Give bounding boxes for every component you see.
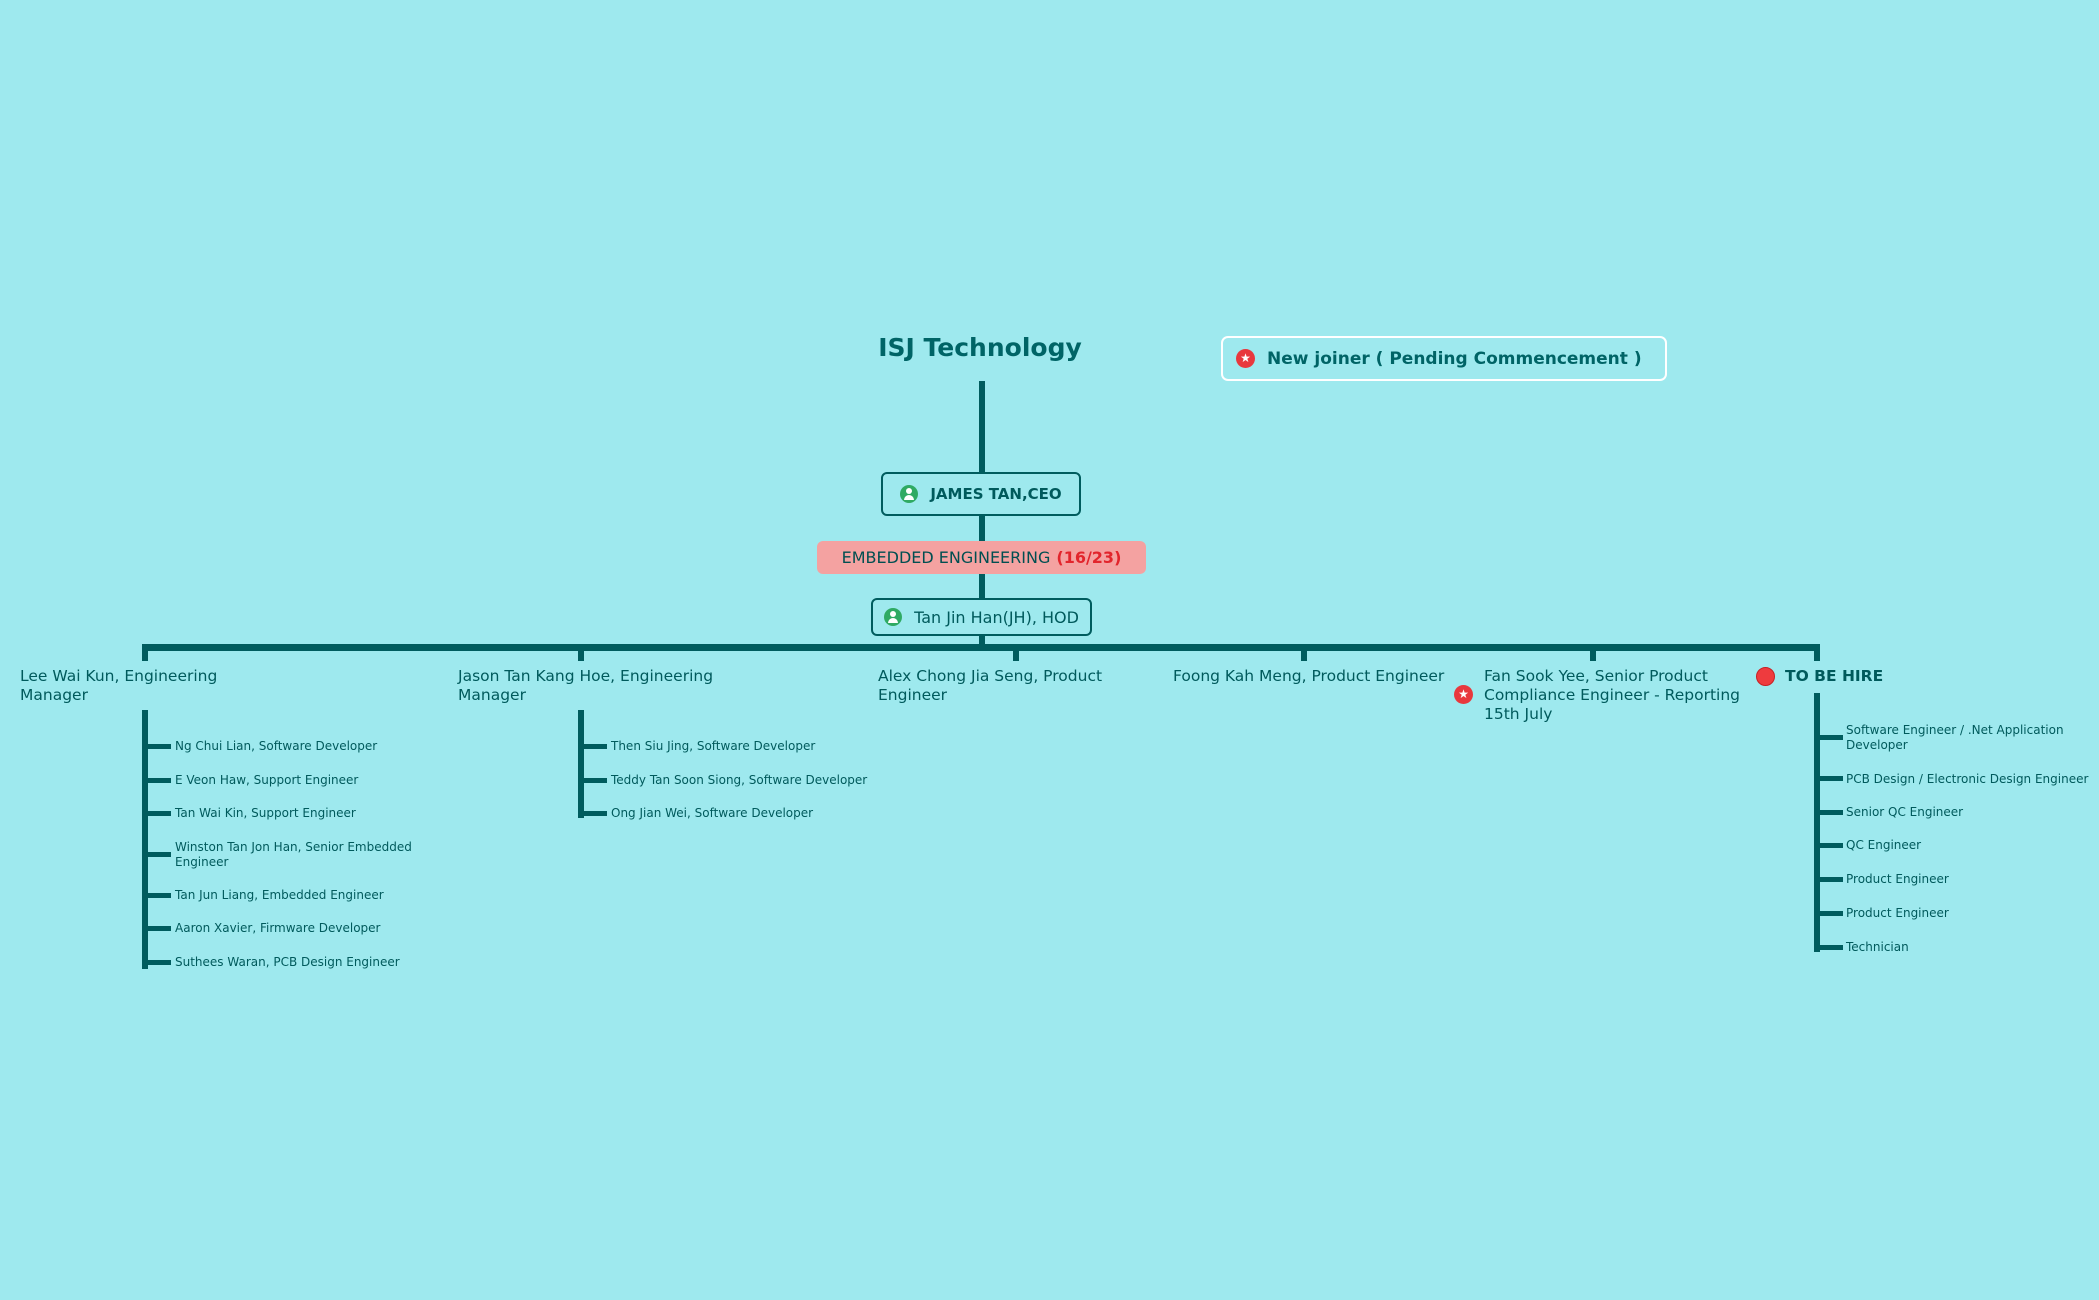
person-icon <box>884 608 903 626</box>
sub-tick <box>578 778 607 783</box>
member-item[interactable]: E Veon Haw, Support Engineer <box>175 773 359 787</box>
sub-tick <box>142 778 171 783</box>
connector-title-ceo <box>979 381 985 473</box>
member-item[interactable]: Teddy Tan Soon Siong, Software Developer <box>611 773 868 787</box>
branch-tick <box>142 648 148 661</box>
sub-tick <box>1814 911 1843 916</box>
sub-tick <box>578 744 607 749</box>
branch-fan-sook-yee[interactable]: Fan Sook Yee, Senior Product Compliance … <box>1484 667 1740 723</box>
sub-tick <box>142 960 171 965</box>
sub-tick <box>142 926 171 931</box>
person-icon <box>900 485 919 503</box>
member-item[interactable]: Senior QC Engineer <box>1846 805 1964 819</box>
branch-tick <box>578 648 584 661</box>
connector-ceo-dept <box>979 516 985 542</box>
branch-lee-wai-kun[interactable]: Lee Wai Kun, Engineering Manager <box>20 667 218 704</box>
chart-title: ISJ Technology <box>878 333 1082 362</box>
branch-to-be-hire[interactable]: TO BE HIRE <box>1785 667 1884 685</box>
connector-dept-hod <box>979 574 985 599</box>
legend-box: ★ New joiner ( Pending Commencement ) <box>1221 336 1667 381</box>
sub-tick <box>1814 735 1843 740</box>
sub-spine <box>578 710 584 818</box>
branch-tick <box>1590 648 1596 661</box>
department-count: (16/23) <box>1056 548 1122 567</box>
member-item[interactable]: Tan Wai Kin, Support Engineer <box>175 806 356 820</box>
sub-tick <box>1814 877 1843 882</box>
red-dot-icon <box>1756 667 1775 686</box>
legend-label: New joiner ( Pending Commencement ) <box>1267 348 1642 369</box>
member-item[interactable]: Product Engineer <box>1846 906 1949 920</box>
sub-tick <box>142 893 171 898</box>
sub-tick <box>142 852 171 857</box>
department-name: EMBEDDED ENGINEERING <box>841 548 1051 567</box>
branch-tick <box>1301 648 1307 661</box>
department-node[interactable]: EMBEDDED ENGINEERING (16/23) <box>817 541 1146 574</box>
sub-tick <box>1814 843 1843 848</box>
member-item[interactable]: Suthees Waran, PCB Design Engineer <box>175 955 400 969</box>
member-item[interactable]: Ng Chui Lian, Software Developer <box>175 739 378 753</box>
ceo-node[interactable]: JAMES TAN,CEO <box>881 472 1081 516</box>
branch-foong-kah-meng[interactable]: Foong Kah Meng, Product Engineer <box>1173 667 1445 685</box>
sub-tick <box>142 811 171 816</box>
star-icon: ★ <box>1236 349 1255 368</box>
branch-bar <box>142 644 1820 651</box>
connector-hod-bar <box>979 636 985 649</box>
member-item[interactable]: Ong Jian Wei, Software Developer <box>611 806 814 820</box>
member-item[interactable]: Technician <box>1846 940 1909 954</box>
sub-tick <box>1814 945 1843 950</box>
sub-spine <box>142 710 148 969</box>
star-icon: ★ <box>1454 685 1473 704</box>
sub-tick <box>1814 776 1843 781</box>
member-item[interactable]: PCB Design / Electronic Design Engineer <box>1846 772 2089 786</box>
sub-spine <box>1814 693 1820 952</box>
member-item[interactable]: Then Siu Jing, Software Developer <box>611 739 816 753</box>
member-item[interactable]: QC Engineer <box>1846 838 1922 852</box>
branch-tick <box>1814 648 1820 661</box>
branch-alex-chong[interactable]: Alex Chong Jia Seng, Product Engineer <box>878 667 1103 704</box>
member-item[interactable]: Software Engineer / .Net Application Dev… <box>1846 723 2064 752</box>
member-item[interactable]: Product Engineer <box>1846 872 1949 886</box>
ceo-label: JAMES TAN,CEO <box>930 485 1062 503</box>
member-item[interactable]: Tan Jun Liang, Embedded Engineer <box>175 888 384 902</box>
hod-node[interactable]: Tan Jin Han(JH), HOD <box>871 598 1092 636</box>
sub-tick <box>1814 810 1843 815</box>
sub-tick <box>578 811 607 816</box>
member-item[interactable]: Aaron Xavier, Firmware Developer <box>175 921 381 935</box>
hod-label: Tan Jin Han(JH), HOD <box>914 607 1079 627</box>
branch-tick <box>1013 648 1019 661</box>
member-item[interactable]: Winston Tan Jon Han, Senior Embedded Eng… <box>175 840 412 869</box>
sub-tick <box>142 744 171 749</box>
branch-jason-tan[interactable]: Jason Tan Kang Hoe, Engineering Manager <box>458 667 714 704</box>
